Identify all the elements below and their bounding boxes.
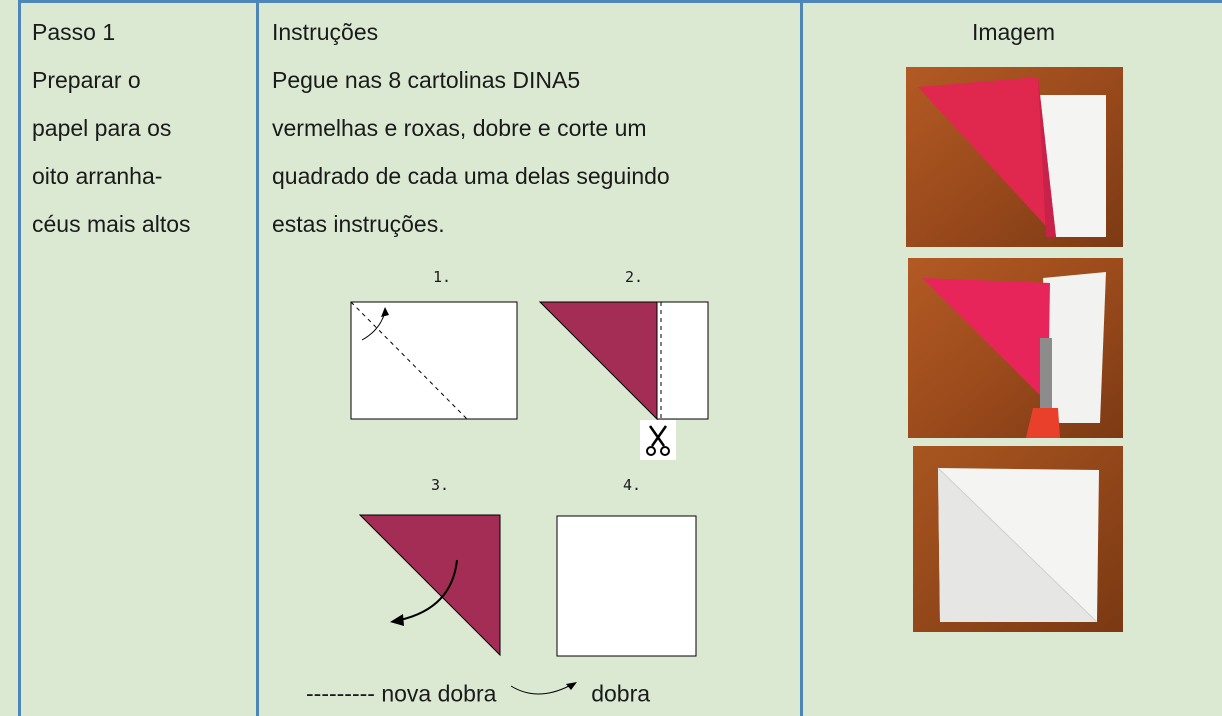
- step-label: Passo 1: [32, 19, 116, 45]
- step-2-label: 2.: [625, 268, 644, 286]
- step-3-label: 3.: [431, 476, 450, 494]
- image-cell: Imagem: [805, 8, 1222, 56]
- step-title-line: Preparar o: [32, 67, 141, 93]
- step-3-diagram: [358, 514, 501, 657]
- column-divider-1: [256, 0, 259, 716]
- step-4-label: 4.: [623, 476, 642, 494]
- diagram-legend: --------- nova dobra dobra: [306, 676, 650, 707]
- column-divider-2: [800, 0, 803, 716]
- step-1-diagram: [350, 301, 518, 420]
- step-2-diagram: [538, 301, 709, 460]
- instructions-line: estas instruções.: [272, 211, 445, 237]
- scissors-icon: [646, 425, 670, 456]
- legend-dashes: ---------: [306, 680, 375, 707]
- step-title-line: oito arranha-: [32, 163, 163, 189]
- instructions-line: vermelhas e roxas, dobre e corte um: [272, 115, 647, 141]
- image-header: Imagem: [971, 19, 1056, 45]
- photo-folded-corner: [906, 67, 1123, 247]
- legend-new-fold: nova dobra: [381, 680, 497, 707]
- photo-cutting: [908, 258, 1123, 438]
- table-left-border: [18, 0, 21, 716]
- instructions-line: Pegue nas 8 cartolinas DINA5: [272, 67, 581, 93]
- instructions-line: quadrado de cada uma delas seguindo: [272, 163, 670, 189]
- step-cell: Passo 1 Preparar o papel para os oito ar…: [32, 8, 252, 248]
- instructions-cell: Instruções Pegue nas 8 cartolinas DINA5 …: [272, 8, 792, 248]
- fold-arrow-icon: [510, 682, 577, 695]
- step-4-diagram: [556, 515, 697, 657]
- step-title-line: céus mais altos: [32, 211, 191, 237]
- table-top-border: [18, 0, 1222, 3]
- folding-diagram: [350, 301, 709, 657]
- legend-fold: dobra: [591, 680, 651, 707]
- photo-square: [913, 446, 1123, 632]
- instructions-header: Instruções: [272, 19, 379, 45]
- step-title-line: papel para os: [32, 115, 172, 141]
- step-1-label: 1.: [433, 268, 452, 286]
